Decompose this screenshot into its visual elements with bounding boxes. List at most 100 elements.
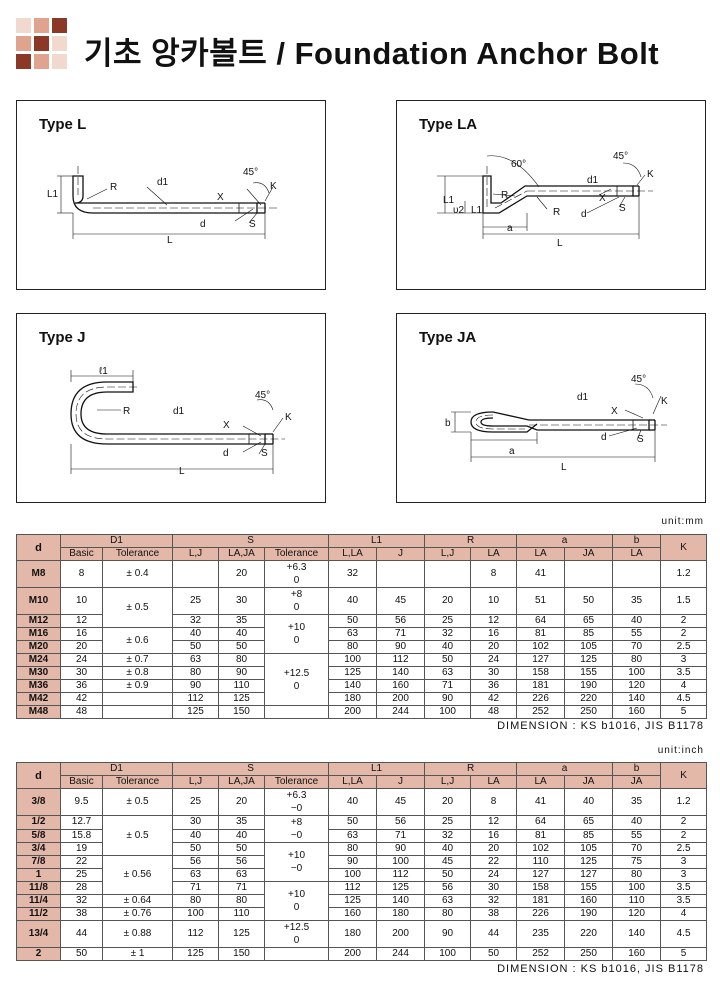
table-cell: 110 — [218, 679, 266, 693]
table-cell: 80 — [612, 868, 662, 882]
table-cell: 1/2 — [16, 815, 61, 830]
header-a: a — [516, 762, 614, 776]
table-cell: 4.5 — [660, 920, 708, 948]
table-cell: 125 — [376, 881, 426, 895]
logo-square — [16, 36, 31, 51]
table-cell: 24 — [470, 653, 518, 667]
table-cell: 19 — [60, 842, 103, 856]
table-cell: 3.5 — [660, 666, 708, 680]
table-cell: +8 0 — [264, 587, 330, 615]
table-cell: 24 — [470, 868, 518, 882]
table-cell: 56 — [376, 815, 426, 830]
table-cell: 180 — [328, 920, 378, 948]
table-cell: 3.5 — [660, 881, 708, 895]
table-cell: 190 — [564, 679, 614, 693]
table-cell: 3/8 — [16, 788, 61, 816]
table-cell: 50 — [218, 842, 266, 856]
table-cell: 35 — [218, 815, 266, 830]
table-cell: M12 — [16, 614, 61, 628]
table-cell: 2 — [660, 815, 708, 830]
table-cell: 1.5 — [660, 587, 708, 615]
table-cell: 7/8 — [16, 855, 61, 869]
subheader: LA — [612, 547, 662, 561]
table-cell: 2 — [660, 627, 708, 641]
table-cell: 45 — [424, 855, 472, 869]
table-cell: 56 — [218, 855, 266, 869]
table-cell: 12 — [470, 815, 518, 830]
table-cell: 12 — [470, 614, 518, 628]
logo-square — [34, 18, 49, 33]
table-cell: +12.5 0 — [264, 653, 330, 706]
dimension-note-mm: DIMENSION : KS b1016, JIS B1178 — [497, 720, 704, 732]
subheader: JA — [564, 775, 614, 789]
type-l-drawing: L1 R d1 45° K X d S L — [47, 166, 279, 246]
table-cell: 63 — [218, 868, 266, 882]
header-r: R — [424, 762, 518, 776]
table-cell: 40 — [612, 614, 662, 628]
table-cell: 1 — [16, 868, 61, 882]
table-cell: 25 — [424, 815, 472, 830]
table-cell: 150 — [218, 947, 266, 961]
dim-d: d — [581, 209, 587, 220]
dim-d1: d1 — [173, 406, 185, 417]
table-cell: 4.5 — [660, 692, 708, 706]
table-cell: 220 — [564, 692, 614, 706]
panel-type-l: Type L L1 R d1 — [16, 100, 326, 290]
subheader: Tolerance — [101, 775, 174, 789]
table-cell: 2 — [660, 614, 708, 628]
table-cell: 235 — [516, 920, 566, 948]
table-cell: 140 — [328, 679, 378, 693]
header-d1: D1 — [59, 762, 174, 776]
header-k: K — [660, 762, 708, 789]
table-cell — [264, 705, 330, 719]
table-cell: M42 — [16, 692, 61, 706]
panel-title: Type J — [39, 329, 86, 346]
dim-angle: 45° — [255, 390, 270, 401]
table-cell: 160 — [564, 894, 614, 908]
table-cell: 48 — [60, 705, 103, 719]
table-cell: 50 — [60, 947, 103, 961]
table-cell: 140 — [612, 692, 662, 706]
subheader: LA,JA — [218, 547, 266, 561]
header-d: d — [16, 534, 61, 561]
table-cell: M20 — [16, 640, 61, 654]
table-cell: 75 — [612, 855, 662, 869]
dim-x: X — [217, 192, 224, 203]
table-cell: 12 — [60, 614, 103, 628]
table-cell: 80 — [328, 640, 378, 654]
table-cell: 40 — [172, 627, 220, 641]
table-cell: 112 — [172, 692, 220, 706]
table-cell: 127 — [516, 653, 566, 667]
table-cell: 55 — [612, 627, 662, 641]
subheader: L,J — [172, 775, 220, 789]
dim-r: R — [110, 182, 117, 193]
table-cell: 160 — [612, 947, 662, 961]
table-cell: 16 — [470, 627, 518, 641]
table-cell: 71 — [376, 828, 426, 843]
table-cell: 140 — [612, 920, 662, 948]
table-cell: 80 — [424, 907, 472, 921]
table-cell: ± 0.9 — [101, 679, 174, 693]
logo-square — [52, 18, 67, 33]
table-cell: 9.5 — [60, 788, 103, 816]
table-cell: 125 — [328, 894, 378, 908]
subheader: LA — [470, 547, 518, 561]
table-cell: 1.2 — [660, 560, 708, 588]
table-cell: 10 — [60, 587, 103, 615]
dim-x: X — [611, 406, 618, 417]
table-cell: 112 — [376, 653, 426, 667]
table-cell: 112 — [376, 868, 426, 882]
table-cell: 13/4 — [16, 920, 61, 948]
table-cell: 80 — [218, 894, 266, 908]
dim-d1: d1 — [157, 177, 169, 188]
table-cell: 85 — [564, 627, 614, 641]
header-s: S — [172, 534, 330, 548]
table-cell: ± 0.56 — [101, 855, 174, 895]
unit-label-mm: unit:mm — [661, 516, 704, 527]
logo-square — [34, 54, 49, 69]
